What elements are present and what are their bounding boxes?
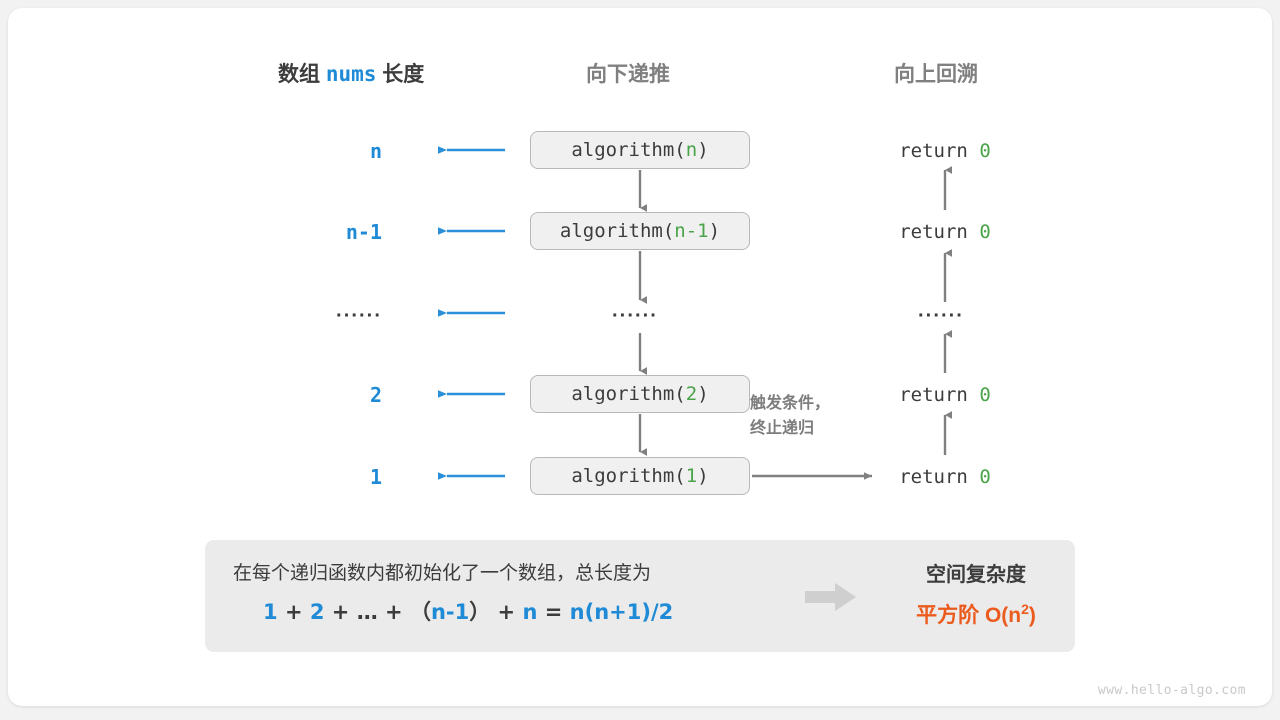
formula-result: n(n+1)/2 — [569, 600, 674, 624]
length-value-row-3: 2 — [369, 383, 382, 407]
formula-term-1: 1 — [263, 600, 278, 624]
complexity-bigo: O(n2) — [984, 601, 1036, 627]
complexity-bigo-exponent: 2 — [1021, 601, 1029, 617]
formula-op-3: + — [385, 600, 403, 624]
length-value-row-0: n — [369, 139, 382, 163]
call-arg-row-0: n — [685, 139, 698, 161]
complexity-bigo-expr: O(n — [984, 604, 1022, 627]
call-suffix-row-3: ) — [697, 383, 709, 405]
complexity-title: 空间复杂度 — [926, 564, 1026, 586]
call-suffix-row-4: ) — [697, 465, 709, 487]
formula-op-4: + — [497, 600, 516, 624]
formula-paren-close: ） — [469, 600, 491, 624]
formula-paren-open: （ — [409, 600, 431, 624]
header-array-length: 数组 nums 长度 — [278, 58, 424, 88]
return-keyword-row-4: return — [899, 466, 968, 488]
summary-description: 在每个递归函数内都初始化了一个数组，总长度为 — [233, 563, 652, 584]
header-recurse-down: 向下递推 — [586, 63, 670, 86]
return-value-row-0: 0 — [979, 140, 991, 162]
length-value-row-2: ······ — [336, 305, 382, 327]
watermark: www.hello-algo.com — [1097, 683, 1246, 698]
call-ellipsis-row-2: ······ — [612, 305, 658, 327]
return-statement-row-4: return 0 — [835, 466, 1055, 488]
call-box-row-1[interactable]: algorithm(n-1) — [530, 212, 750, 250]
base-case-note-line1: 触发条件， — [750, 395, 831, 412]
formula-term-5: n — [522, 600, 538, 624]
call-prefix-row-1: algorithm( — [559, 220, 675, 242]
header-array-word: 数组 — [278, 63, 320, 86]
header-array-code: nums — [325, 62, 377, 86]
complexity-bigo-close: ) — [1028, 604, 1036, 627]
return-statement-row-0: return 0 — [835, 140, 1055, 162]
return-keyword-row-0: return — [899, 140, 968, 162]
return-statement-row-1: return 0 — [835, 221, 1055, 243]
call-prefix-row-0: algorithm( — [571, 139, 686, 161]
call-box-row-4[interactable]: algorithm(1) — [530, 457, 750, 495]
return-ellipsis-row-2: ······ — [918, 305, 964, 327]
header-backtrack-up: 向上回溯 — [894, 63, 978, 86]
length-value-row-4: 1 — [369, 465, 382, 489]
call-box-row-3[interactable]: algorithm(2) — [530, 375, 750, 413]
complexity-result: 空间复杂度 平方阶 O(n2) — [877, 558, 1075, 629]
return-value-row-4: 0 — [979, 466, 991, 488]
result-arrow-icon — [805, 583, 856, 611]
call-arg-row-1: n-1 — [674, 220, 709, 242]
complexity-value: 平方阶 O(n2) — [877, 599, 1075, 629]
call-suffix-row-1: ) — [708, 220, 721, 242]
return-statement-row-3: return 0 — [835, 384, 1055, 406]
call-prefix-row-3: algorithm( — [571, 383, 686, 405]
formula-op-1: + — [284, 600, 303, 624]
return-value-row-3: 0 — [979, 384, 991, 406]
formula-term-2: 2 — [309, 600, 325, 624]
base-case-note: 触发条件， 终止递归 — [750, 392, 870, 442]
call-box-row-0[interactable]: algorithm(n) — [530, 131, 750, 169]
header-length-word: 长度 — [382, 63, 425, 86]
call-prefix-row-4: algorithm( — [571, 465, 686, 487]
call-arg-row-4: 1 — [685, 465, 698, 487]
summary-formula: 1 + 2 + … + （n-1） + n = n(n+1)/2 — [263, 596, 673, 626]
return-value-row-1: 0 — [979, 221, 991, 243]
length-value-row-1: n-1 — [345, 220, 382, 244]
formula-equals: = — [544, 600, 563, 624]
return-keyword-row-3: return — [899, 384, 968, 406]
complexity-order-name: 平方阶 — [916, 604, 980, 627]
formula-ellipsis: … — [356, 600, 378, 624]
base-case-note-line2: 终止递归 — [750, 419, 815, 437]
return-keyword-row-1: return — [899, 221, 968, 243]
summary-panel: 在每个递归函数内都初始化了一个数组，总长度为 1 + 2 + … + （n-1）… — [205, 540, 1075, 652]
formula-op-2: + — [331, 600, 350, 624]
call-arg-row-3: 2 — [685, 383, 698, 405]
formula-term-4: n-1 — [430, 600, 470, 624]
call-suffix-row-0: ) — [697, 139, 709, 161]
